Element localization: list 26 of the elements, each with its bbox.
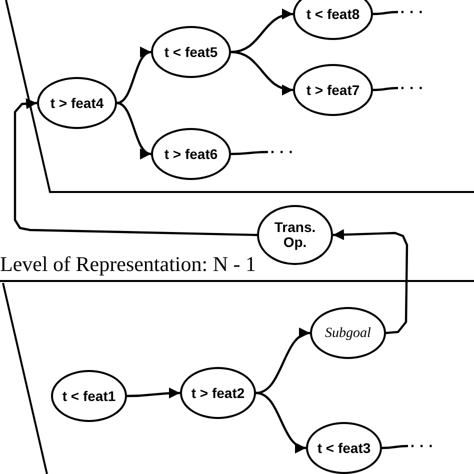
node-label: t > feat6: [164, 146, 218, 162]
node-label: t > feat4: [50, 96, 104, 110]
ellipsis: · · ·: [270, 144, 294, 160]
arrow: [14, 98, 258, 236]
level-label: Level of Representation: N - 1: [0, 254, 256, 275]
ellipsis: · · ·: [400, 4, 424, 20]
arrow: [116, 102, 152, 157]
node-label: t > feat2: [191, 386, 245, 400]
node-label: Subgoal: [325, 326, 371, 340]
node-label: t < feat3: [317, 440, 371, 456]
node-label: t < feat8: [306, 6, 360, 22]
ellipsis: · · ·: [400, 80, 424, 96]
arrow: [230, 50, 294, 94]
arrow: [256, 392, 306, 452]
arrow: [116, 49, 152, 104]
arrow: [230, 10, 294, 54]
arrow: [256, 330, 310, 394]
node-label: t < feat1: [62, 388, 116, 404]
ellipse-node: [293, 0, 373, 40]
node-label: t < feat5: [164, 44, 218, 60]
ellipse-node: [37, 77, 117, 129]
arrow: [126, 388, 180, 399]
node-label: t > feat7: [306, 82, 360, 98]
ellipsis: · · ·: [410, 438, 434, 454]
node-label: Trans. Op.: [273, 220, 317, 250]
arrow: [332, 229, 408, 334]
